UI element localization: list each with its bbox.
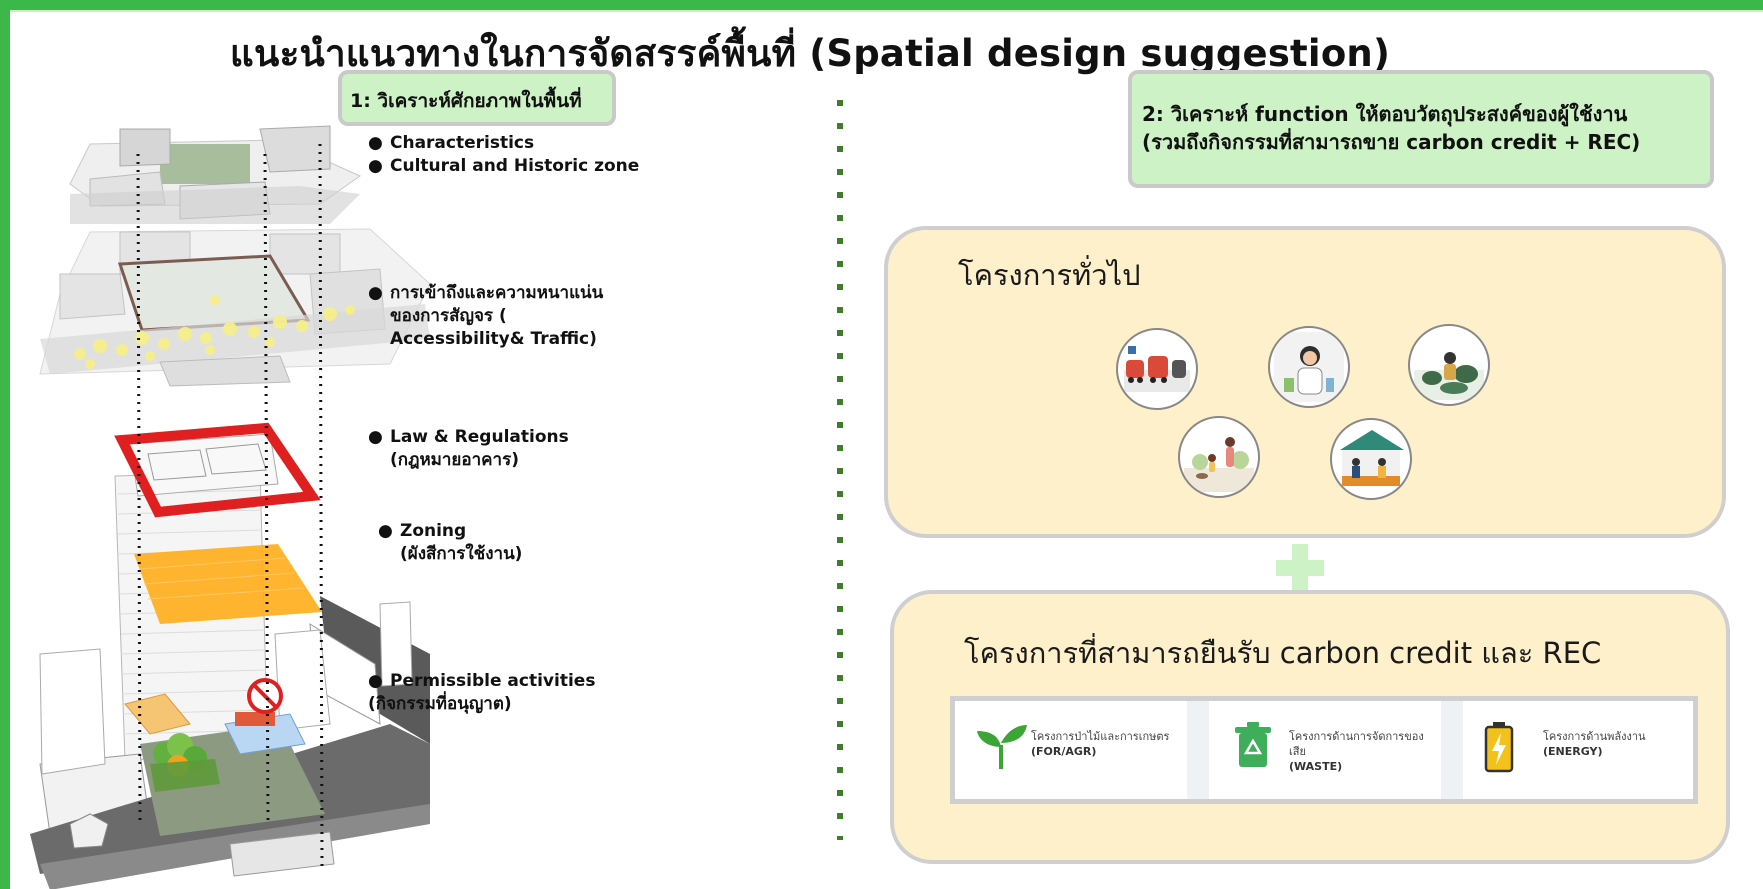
project-category-bar: โครงการป่าไม้และการเกษตร (FOR/AGR) โครงก… [950,696,1698,804]
guide-lines [136,143,324,870]
site-ground-layer [30,596,430,889]
sprout-icon [977,725,1027,769]
category-separator [1441,701,1463,799]
category-energy-code: (ENERGY) [1543,745,1603,758]
family-walk-icon [1178,416,1260,498]
recycle-bin-icon [1235,722,1271,767]
general-projects-title: โครงการทั่วไป [958,258,1141,292]
zoning-bullet: ●Zoning (ผังสีการใช้งาน) [378,521,523,564]
carbon-credit-projects-panel: โครงการที่สามารถยืนรับ carbon credit และ… [890,590,1730,864]
law-bullet: ●Law & Regulations (กฎหมายอาคาร) [368,427,569,470]
bullet-characteristics: Characteristics [390,133,535,153]
category-forestry-code: (FOR/AGR) [1031,745,1097,758]
function-heading-line2: (รวมถึงกิจกรรมที่สามารถขาย carbon credit… [1142,130,1641,154]
accessibility-bullet: ●การเข้าถึงและความหนาแน่น ของการสัญจร ( … [368,283,604,349]
lab-researcher-icon [1268,326,1350,408]
category-waste-code: (WASTE) [1289,760,1343,773]
gardening-icon [1408,324,1490,406]
category-separator [1187,701,1209,799]
category-energy-label: โครงการด้านพลังงาน [1543,730,1646,743]
bullet-law-line2: (กฎหมายอาคาร) [390,450,519,470]
plus-icon [1276,544,1324,592]
parking-cars-icon [1116,328,1198,410]
function-analysis-heading: 2: วิเคราะห์ function ให้ตอบวัตถุประสงค์… [1128,70,1714,188]
zoning-layer [134,544,322,624]
characteristics-layer [69,125,362,224]
carbon-projects-title: โครงการที่สามารถยืนรับ carbon credit และ… [964,636,1602,670]
category-energy: โครงการด้านพลังงาน (ENERGY) [1463,701,1695,799]
bullet-accessibility-line1: การเข้าถึงและความหนาแน่น [390,283,604,303]
section-divider [837,100,843,840]
function-heading-line1: 2: วิเคราะห์ function ให้ตอบวัตถุประสงค์… [1142,102,1628,126]
category-waste-label-line2: เสีย [1289,745,1306,758]
characteristics-bullets: ●Characteristics ●Cultural and Historic … [368,133,640,176]
bullet-activities-line1: Permissible activities [390,671,596,691]
category-forestry: โครงการป่าไม้และการเกษตร (FOR/AGR) [955,701,1187,799]
bullet-zoning-line1: Zoning [400,521,467,541]
site-analysis-illustration [30,125,431,889]
law-regulations-layer [114,422,321,518]
market-stall-icon [1330,418,1412,500]
bullet-activities-line2: (กิจกรรมที่อนุญาต) [368,694,512,714]
bullet-accessibility-line3: Accessibility& Traffic) [390,329,597,349]
site-potential-heading: 1: วิเคราะห์ศักยภาพในพื้นที่ [338,70,616,126]
slide-canvas: แนะนำแนวทางในการจัดสรรค์พื้นที่ (Spatial… [10,10,1763,889]
activities-bullet: ●Permissible activities (กิจกรรมที่อนุญา… [368,671,596,714]
site-potential-heading-text: 1: วิเคราะห์ศักยภาพในพื้นที่ [350,90,582,112]
battery-icon [1484,722,1514,773]
bullet-accessibility-line2: ของการสัญจร ( [390,306,507,326]
bullet-zoning-line2: (ผังสีการใช้งาน) [400,544,523,564]
category-waste: โครงการด้านการจัดการของ เสีย (WASTE) [1209,701,1441,799]
general-projects-panel: โครงการทั่วไป [884,226,1726,538]
category-waste-label-line1: โครงการด้านการจัดการของ [1289,730,1424,743]
bullet-law-line1: Law & Regulations [390,427,569,447]
accessibility-layer [39,228,431,387]
bullet-cultural-zone: Cultural and Historic zone [390,156,640,176]
page-title: แนะนำแนวทางในการจัดสรรค์พื้นที่ (Spatial… [229,32,1391,75]
category-forestry-label: โครงการป่าไม้และการเกษตร [1031,730,1170,743]
